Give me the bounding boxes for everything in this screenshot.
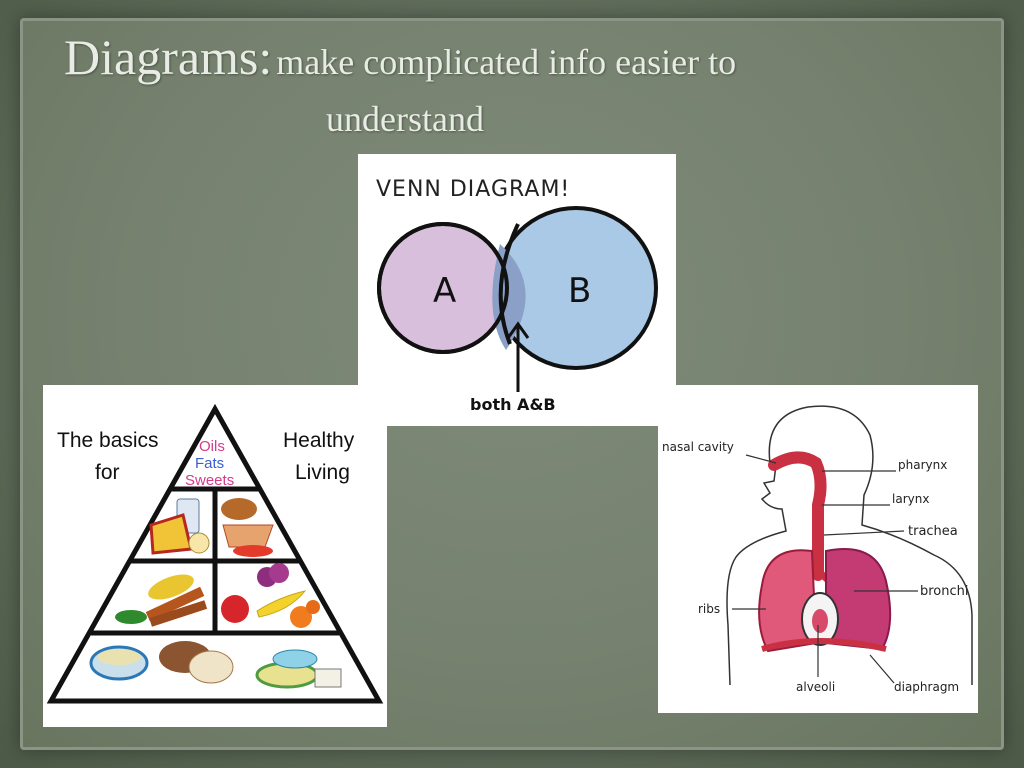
- title-sub-line2: understand: [326, 99, 484, 139]
- label-bronchi: bronchi: [920, 584, 969, 599]
- venn-label-b: B: [568, 271, 591, 311]
- vegetable-food-icon: [115, 574, 208, 627]
- dairy-food-icon: [149, 498, 210, 555]
- title-main: Diagrams:: [64, 29, 273, 85]
- title-sub: make complicated info easier to: [276, 42, 737, 82]
- pyramid-left-text-1: The basics: [57, 429, 159, 452]
- food-pyramid-card: The basics for Healthy Living Oils Fats …: [43, 385, 387, 727]
- venn-diagram-image: VENN DIAGRAM! A B both A&B: [376, 177, 658, 414]
- pyramid-top-oils: Oils: [199, 438, 225, 455]
- label-diaphragm: diaphragm: [894, 680, 959, 694]
- venn-overlap-label: both A&B: [470, 395, 556, 414]
- food-pyramid-image: The basics for Healthy Living Oils Fats …: [46, 403, 384, 704]
- trachea-icon: [768, 451, 827, 581]
- protein-food-icon: [221, 498, 274, 557]
- venn-heading: VENN DIAGRAM!: [376, 177, 570, 202]
- label-alveoli: alveoli: [796, 680, 835, 694]
- slide-title: Diagrams: make complicated info easier t…: [64, 28, 964, 139]
- venn-label-a: A: [433, 271, 456, 311]
- label-pharynx: pharynx: [898, 458, 947, 472]
- label-nasal-cavity: nasal cavity: [662, 440, 734, 454]
- body-outline: [726, 405, 973, 686]
- grains-food-icon: [89, 641, 342, 689]
- label-larynx: larynx: [892, 492, 929, 506]
- pyramid-top-fats: Fats: [195, 455, 224, 472]
- fruit-food-icon: [221, 563, 320, 628]
- label-ribs: ribs: [698, 602, 720, 616]
- pyramid-right-text-2: Living: [295, 461, 350, 484]
- pyramid-right-text-1: Healthy: [283, 429, 355, 452]
- respiratory-system-card: nasal cavity pharynx larynx trachea bron…: [658, 385, 978, 713]
- right-lung-icon: [825, 548, 892, 651]
- venn-diagram-card: VENN DIAGRAM! A B both A&B: [358, 154, 676, 426]
- pyramid-left-text-2: for: [95, 461, 120, 484]
- diaphragm-icon: [761, 638, 887, 652]
- label-trachea: trachea: [908, 524, 958, 539]
- respiratory-system-image: nasal cavity pharynx larynx trachea bron…: [662, 405, 973, 694]
- venn-arrow-icon: [506, 321, 530, 392]
- pyramid-top-sweets: Sweets: [185, 472, 234, 489]
